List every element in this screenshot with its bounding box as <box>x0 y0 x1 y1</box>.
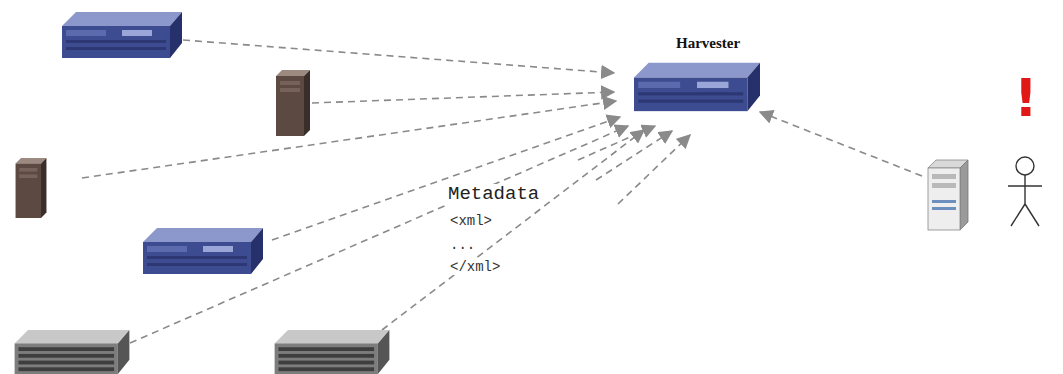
xml-snippet: <xml> <box>448 213 494 229</box>
xml-snippet: ... <box>448 237 477 253</box>
xml-snippet: </xml> <box>448 259 502 275</box>
server-heading: Harvester <box>676 35 740 52</box>
server-node: Harvester <box>676 34 745 52</box>
metadata-label: Metadata <box>446 184 541 206</box>
alert-mark: ! <box>1012 72 1040 124</box>
